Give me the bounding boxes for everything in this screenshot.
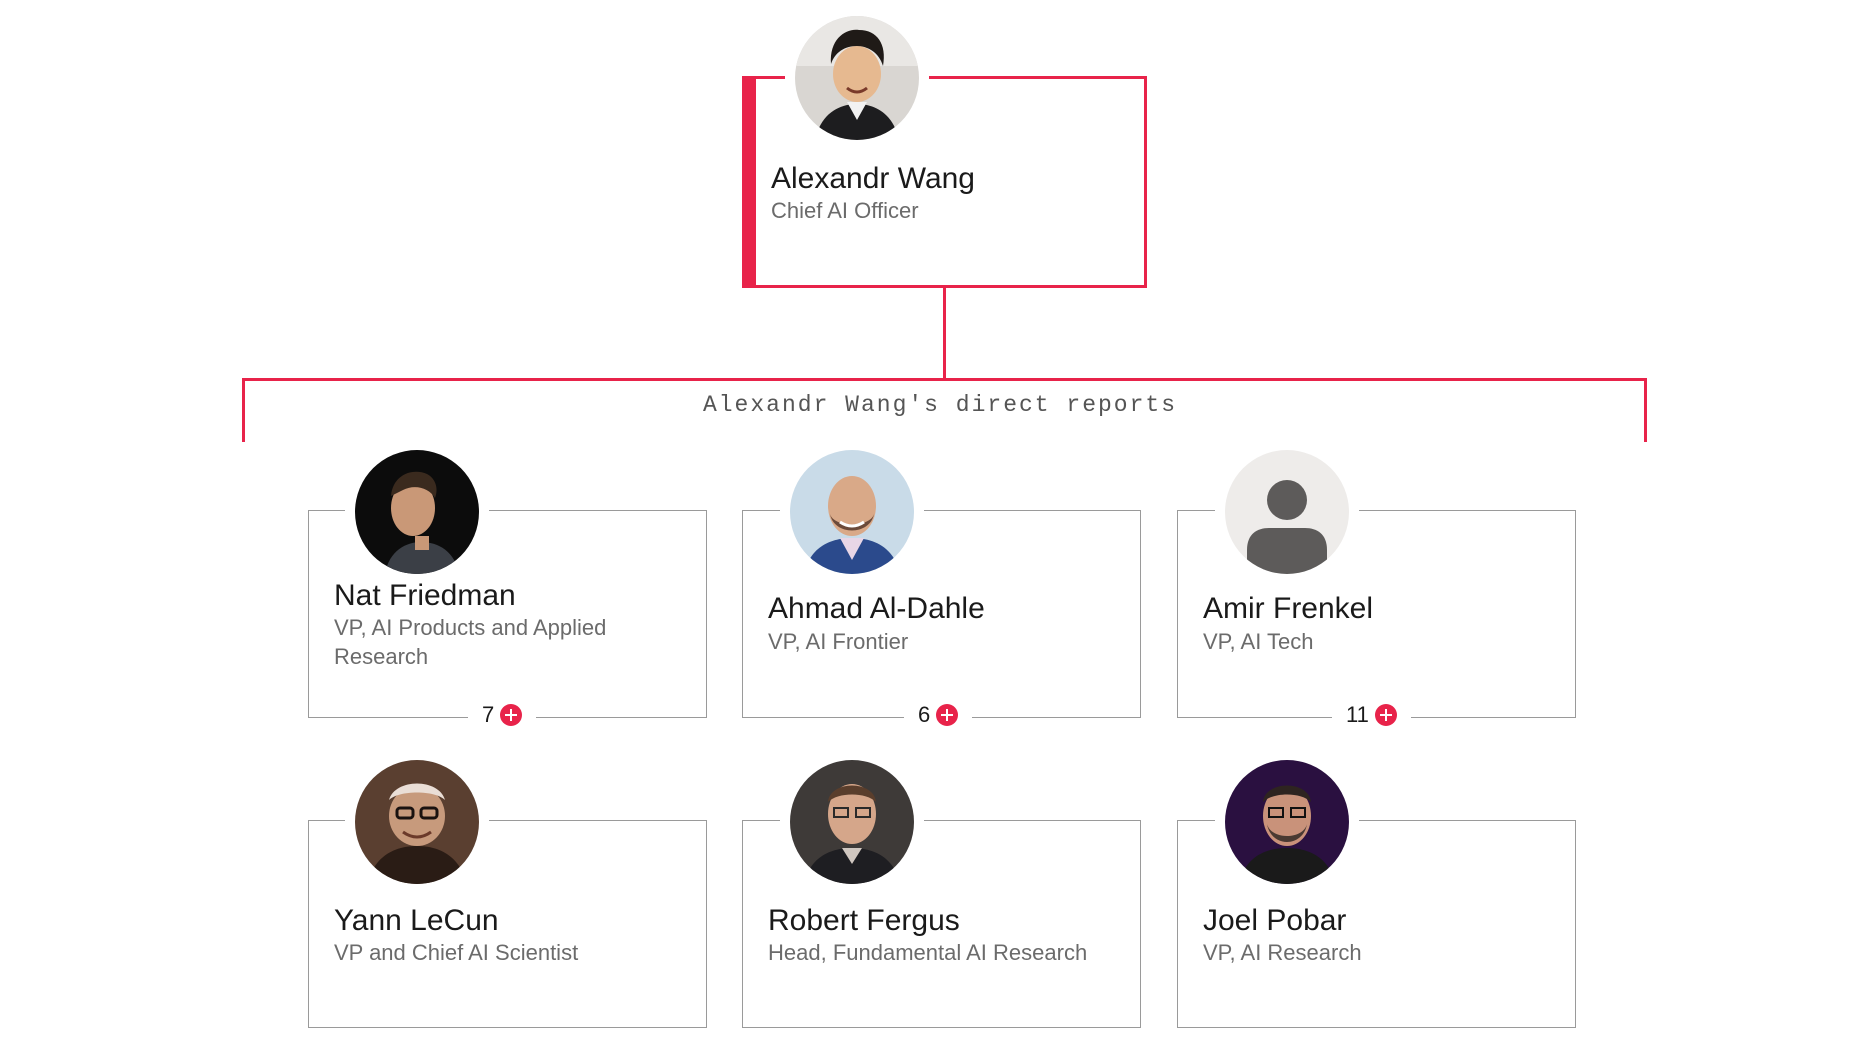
- root-card[interactable]: [742, 76, 1147, 288]
- avatar: [355, 450, 479, 574]
- plus-icon: [500, 704, 523, 726]
- report-title: VP, AI Products and Applied Research: [334, 615, 607, 669]
- placeholder-avatar-icon: [1225, 450, 1349, 574]
- root-stem-connector: [943, 288, 946, 380]
- report-title: VP, AI Research: [1203, 940, 1362, 965]
- report-name: Joel Pobar: [1203, 904, 1347, 937]
- reports-bracket-right: [1644, 378, 1647, 442]
- avatar: [355, 760, 479, 884]
- report-photo-frame: [345, 448, 489, 578]
- report-title: Head, Fundamental AI Research: [768, 940, 1088, 965]
- report-count: 6: [918, 702, 931, 727]
- report-card[interactable]: [308, 820, 707, 1028]
- portrait-photo: [795, 16, 919, 140]
- report-title: VP, AI Frontier: [768, 629, 909, 654]
- portrait-photo: [790, 760, 914, 884]
- report-name: Yann LeCun: [334, 904, 499, 937]
- reports-bracket-left: [242, 378, 245, 442]
- report-card[interactable]: [1177, 820, 1576, 1028]
- report-count: 7: [482, 702, 495, 727]
- report-count: 11: [1346, 702, 1369, 727]
- plus-icon: [936, 704, 959, 726]
- reports-bracket-horizontal: [242, 378, 1647, 381]
- report-name: Ahmad Al-Dahle: [768, 592, 985, 625]
- avatar: [790, 760, 914, 884]
- root-title: Chief AI Officer: [771, 198, 919, 223]
- direct-reports-label: Alexandr Wang's direct reports: [702, 392, 1178, 418]
- report-photo-frame: [780, 448, 924, 578]
- expand-reports-button[interactable]: 11: [1332, 700, 1411, 730]
- portrait-photo: [355, 760, 479, 884]
- expand-reports-button[interactable]: 7: [468, 700, 537, 730]
- portrait-photo: [1225, 760, 1349, 884]
- plus-icon: [1374, 704, 1397, 726]
- report-photo-frame: [1215, 758, 1359, 888]
- report-title: VP, AI Tech: [1203, 629, 1314, 654]
- portrait-photo: [790, 450, 914, 574]
- report-photo-frame: [780, 758, 924, 888]
- expand-reports-button[interactable]: 6: [904, 700, 973, 730]
- avatar: [795, 16, 919, 140]
- report-photo-frame: [1215, 448, 1359, 578]
- avatar: [790, 450, 914, 574]
- report-name: Amir Frenkel: [1203, 592, 1374, 625]
- report-photo-frame: [345, 758, 489, 888]
- report-name: Nat Friedman: [334, 579, 516, 612]
- portrait-photo: [355, 450, 479, 574]
- root-name: Alexandr Wang: [771, 162, 975, 195]
- root-photo-frame: [785, 14, 929, 144]
- avatar: [1225, 450, 1349, 574]
- report-card[interactable]: [742, 820, 1141, 1028]
- avatar: [1225, 760, 1349, 884]
- report-title: VP and Chief AI Scientist: [334, 940, 579, 965]
- report-name: Robert Fergus: [768, 904, 960, 937]
